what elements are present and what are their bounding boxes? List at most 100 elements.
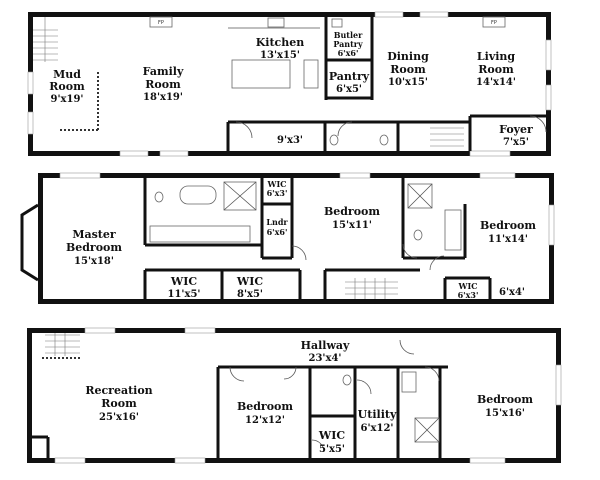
window bbox=[119, 150, 149, 157]
floor1-wall-top bbox=[28, 12, 551, 17]
bedroom-a-f3-label: Bedroom bbox=[237, 400, 293, 413]
living-room-dim: 14'x14' bbox=[476, 77, 516, 88]
floor2-wall-bottom bbox=[38, 299, 554, 304]
door-icon bbox=[399, 339, 415, 355]
bedroom-b-f3-label: Bedroom bbox=[477, 393, 533, 406]
butler-pantry-dim: 6'x6' bbox=[338, 48, 359, 58]
window bbox=[27, 71, 34, 95]
stair-floor2 bbox=[345, 278, 398, 299]
wic-b-dim: 11'x5' bbox=[168, 289, 201, 300]
window bbox=[84, 327, 116, 334]
wic-b-label: WIC bbox=[170, 275, 197, 288]
hallway-dim: 23'x4' bbox=[309, 353, 342, 364]
floor2-wall-left bbox=[38, 173, 43, 304]
pantry-dim: 6'x5' bbox=[336, 84, 362, 95]
bathtub-icon bbox=[444, 209, 462, 251]
floor3-wall-top bbox=[27, 328, 561, 333]
range-icon bbox=[267, 17, 285, 28]
utility-dim: 6'x12' bbox=[361, 423, 394, 434]
window bbox=[59, 172, 101, 179]
fireplace-label: FP bbox=[158, 20, 164, 26]
floor3-wall-bottom bbox=[27, 458, 561, 463]
wic-d-dim: 6'x3' bbox=[458, 290, 479, 300]
window bbox=[374, 11, 404, 18]
foyer-label: Foyer bbox=[499, 123, 533, 136]
master-bedroom-dim: 15'x18' bbox=[74, 256, 114, 267]
vanity bbox=[149, 225, 251, 243]
fireplace-label: FP bbox=[491, 20, 497, 26]
floor3-wall-left bbox=[27, 328, 32, 463]
fireplace bbox=[482, 16, 506, 28]
closet-dim: 6'x4' bbox=[499, 287, 525, 298]
bedroom-b-dim: 11'x14' bbox=[488, 234, 528, 245]
pantry-label: Pantry bbox=[329, 70, 370, 83]
window bbox=[339, 172, 371, 179]
hallway-label: Hallway bbox=[301, 339, 350, 352]
window bbox=[54, 457, 86, 464]
window bbox=[545, 39, 552, 71]
foyer-dim: 7'x5' bbox=[503, 137, 529, 148]
stair-mud-room bbox=[33, 17, 58, 62]
mud-room-dim: 9'x19' bbox=[51, 94, 84, 105]
vanity bbox=[401, 371, 417, 393]
window bbox=[545, 84, 552, 111]
bedroom-a-label: Bedroom bbox=[324, 205, 380, 218]
sink-icon bbox=[331, 18, 343, 28]
bedroom-b-f3-dim: 15'x16' bbox=[485, 408, 525, 419]
floor1-wall-right bbox=[546, 12, 551, 156]
door-icon bbox=[337, 121, 353, 137]
kitchen-dim: 13'x15' bbox=[260, 50, 300, 61]
door-icon bbox=[429, 255, 445, 271]
kitchen-island bbox=[231, 59, 291, 89]
utility-label: Utility bbox=[358, 408, 397, 421]
dining-room-dim: 10'x15' bbox=[388, 77, 428, 88]
window bbox=[184, 327, 216, 334]
wic-f3-dim: 5'x5' bbox=[319, 444, 345, 455]
stair-foyer bbox=[430, 127, 464, 147]
toilet-icon bbox=[342, 374, 352, 386]
hall-dim: 9'x3' bbox=[277, 135, 303, 146]
floor1-wall-bottom bbox=[28, 151, 551, 156]
window bbox=[174, 457, 206, 464]
window bbox=[159, 150, 189, 157]
door-icon bbox=[229, 366, 245, 382]
window bbox=[419, 11, 449, 18]
floor2-wall-top bbox=[38, 173, 554, 178]
door-icon bbox=[291, 245, 307, 261]
refrigerator bbox=[303, 59, 319, 89]
recreation-room-dim: 25'x16' bbox=[99, 412, 139, 423]
wic-f3-label: WIC bbox=[318, 429, 345, 442]
bedroom-a-f3-dim: 12'x12' bbox=[245, 415, 285, 426]
door-icon bbox=[529, 115, 547, 133]
toilet-icon bbox=[329, 134, 339, 146]
wic-c-dim: 8'x5' bbox=[237, 289, 263, 300]
window bbox=[469, 457, 506, 464]
floor-1: FP FP bbox=[27, 11, 552, 157]
family-room-dim: 18'x19' bbox=[143, 92, 183, 103]
toilet-icon bbox=[379, 134, 389, 146]
door-icon bbox=[424, 366, 440, 382]
wic-c-label: WIC bbox=[236, 275, 263, 288]
bedroom-b-label: Bedroom bbox=[480, 219, 536, 232]
door-icon bbox=[402, 243, 418, 259]
window bbox=[548, 204, 555, 246]
toilet-icon bbox=[154, 191, 164, 203]
door-icon bbox=[235, 121, 253, 139]
window bbox=[27, 111, 34, 135]
door-icon bbox=[311, 439, 325, 453]
window bbox=[469, 150, 511, 157]
laundry-dim: 6'x6' bbox=[267, 227, 288, 237]
kitchen-label: Kitchen bbox=[256, 36, 305, 49]
stair-floor3 bbox=[45, 333, 80, 356]
bay-window bbox=[20, 203, 39, 282]
wic-a-dim: 6'x3' bbox=[267, 188, 288, 198]
window bbox=[479, 172, 516, 179]
